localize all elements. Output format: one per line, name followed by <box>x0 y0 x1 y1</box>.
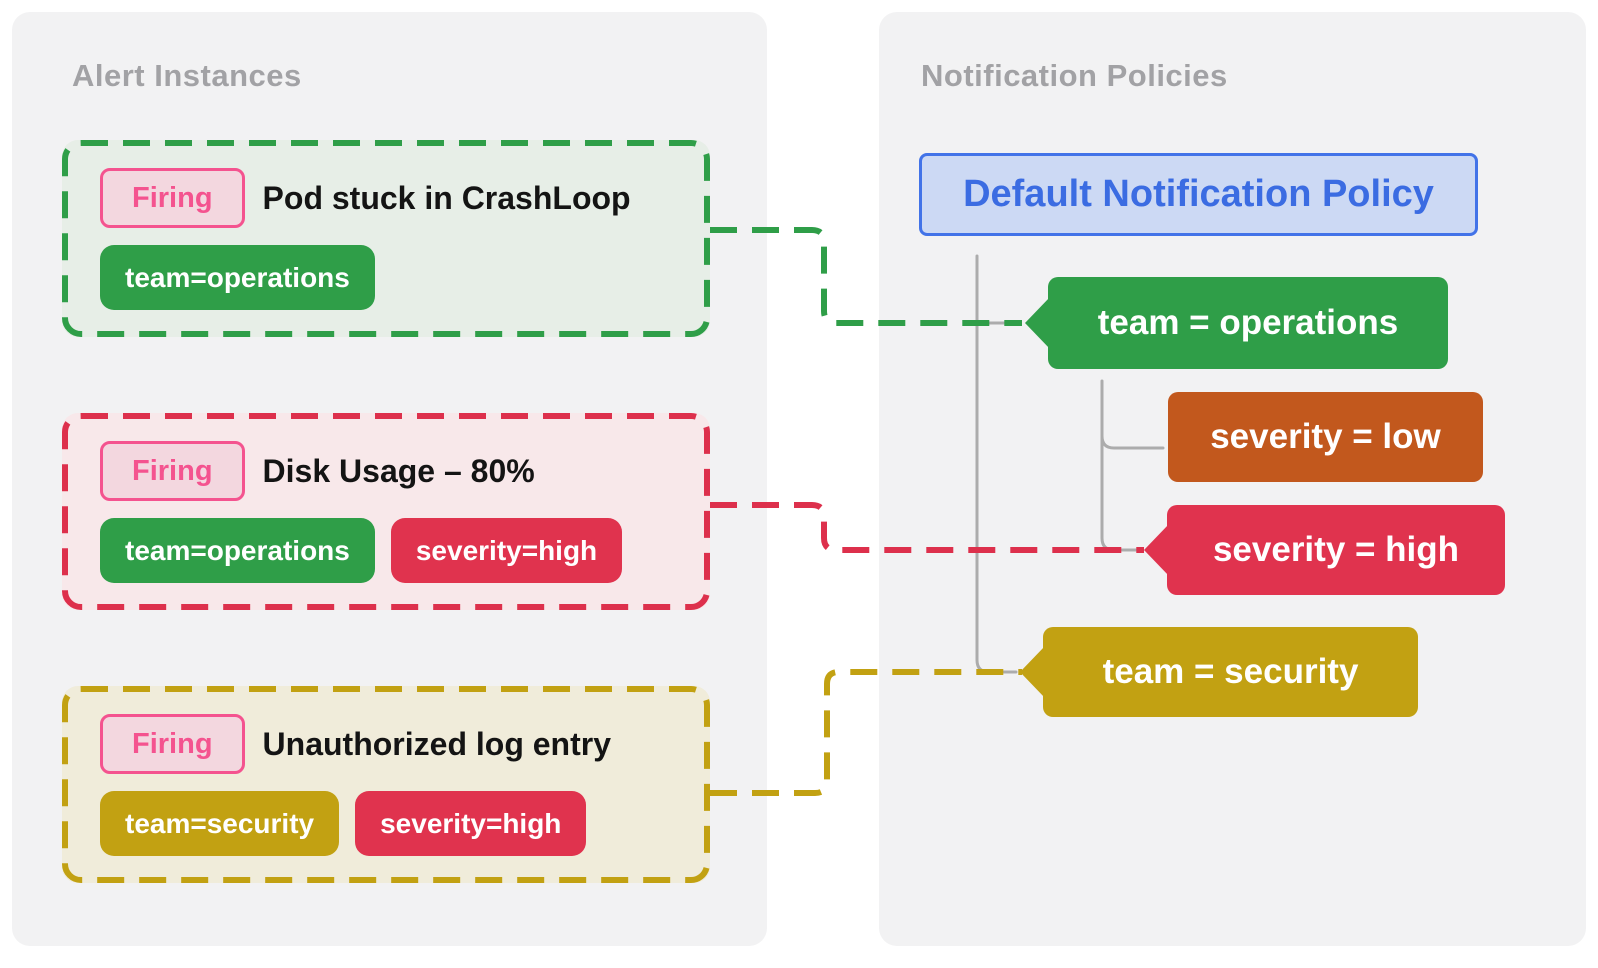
alert-card-disk-usage: Firing Disk Usage – 80% team=operations … <box>62 413 710 610</box>
policy-node-severity-low: severity = low <box>1168 392 1483 482</box>
label-chip-team-operations: team=operations <box>100 245 375 310</box>
notification-policies-title: Notification Policies <box>921 58 1228 93</box>
firing-badge: Firing <box>100 168 245 228</box>
policy-node-team-security: team = security <box>1043 627 1418 717</box>
alert-title: Pod stuck in CrashLoop <box>262 179 631 216</box>
alert-title: Disk Usage – 80% <box>262 452 535 489</box>
alert-instances-title: Alert Instances <box>72 58 302 93</box>
alert-title: Unauthorized log entry <box>262 725 611 762</box>
label-chip-severity-high: severity=high <box>355 791 587 856</box>
firing-badge: Firing <box>100 441 245 501</box>
policy-node-severity-high: severity = high <box>1167 505 1505 595</box>
alert-card-crashloop: Firing Pod stuck in CrashLoop team=opera… <box>62 140 710 337</box>
policy-node-team-operations: team = operations <box>1048 277 1448 369</box>
alert-instances-panel: Alert Instances Firing Pod stuck in Cras… <box>12 12 767 946</box>
label-chip-team-security: team=security <box>100 791 340 856</box>
notification-policies-panel: Notification Policies Default Notificati… <box>879 12 1586 946</box>
firing-badge: Firing <box>100 714 245 774</box>
label-chip-severity-high: severity=high <box>390 518 623 583</box>
label-chip-team-operations: team=operations <box>100 518 375 583</box>
alert-card-unauthorized-log: Firing Unauthorized log entry team=secur… <box>62 686 710 883</box>
default-notification-policy-node: Default Notification Policy <box>919 153 1478 236</box>
